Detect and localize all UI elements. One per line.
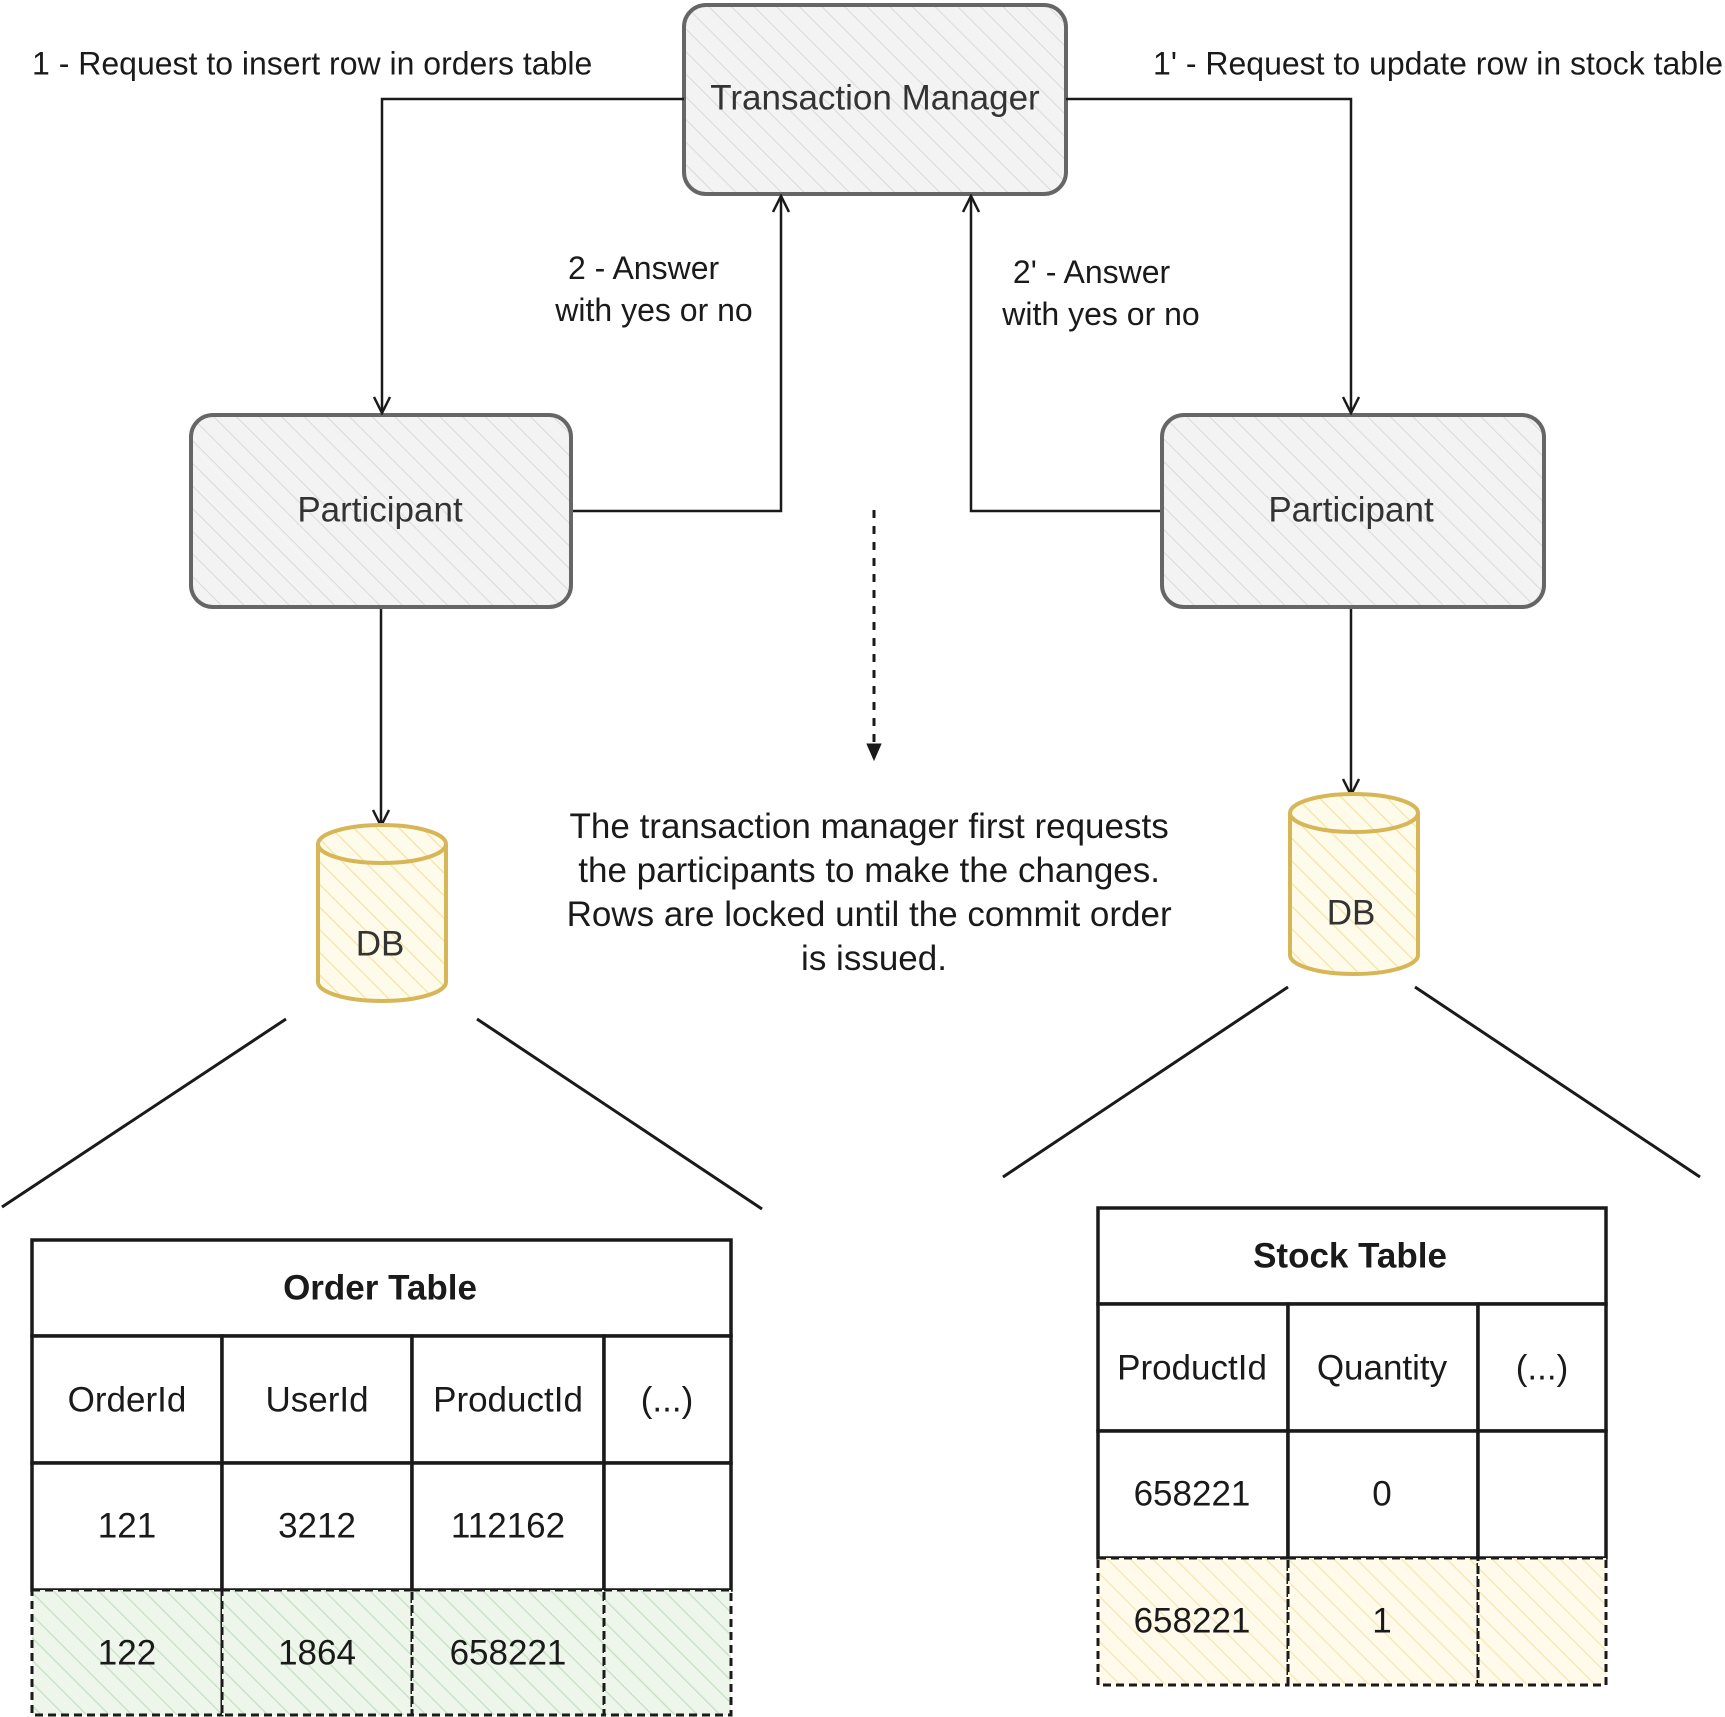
answer-right-arrow	[971, 197, 1160, 513]
order-table-title: Order Table	[283, 1268, 477, 1307]
order-header-userid: UserId	[265, 1380, 368, 1419]
stock-header-row: ProductId Quantity (...)	[1096, 1302, 1608, 1433]
participant-right-node[interactable]: Participant	[1160, 413, 1546, 609]
order-cell: 658221	[450, 1633, 567, 1672]
stock-cell: 0	[1372, 1474, 1391, 1513]
explanation-note: The transaction manager first requests t…	[567, 807, 1182, 978]
order-header-orderid: OrderId	[68, 1380, 187, 1419]
answer-right-label: 2' - Answer with yes or no	[1001, 254, 1199, 332]
order-header-row: OrderId UserId ProductId (...)	[30, 1334, 733, 1465]
order-cell: 122	[98, 1633, 156, 1672]
transaction-manager-node[interactable]: Transaction Manager	[682, 3, 1068, 196]
zoom-line-left-a	[1, 1017, 287, 1209]
stock-cell: 1	[1372, 1601, 1391, 1640]
order-header-more: (...)	[641, 1380, 693, 1419]
db-right-cylinder[interactable]: DB	[1288, 792, 1420, 976]
order-cell: 112162	[451, 1506, 565, 1545]
order-cell: 1864	[278, 1633, 356, 1672]
zoom-line-left-b	[476, 1017, 763, 1211]
stock-table: Stock Table ProductId Quantity (...) 658…	[1096, 1206, 1608, 1687]
participant-left-node[interactable]: Participant	[189, 413, 573, 609]
stock-header-quantity: Quantity	[1317, 1348, 1448, 1387]
stock-header-productid: ProductId	[1117, 1348, 1267, 1387]
db-left-label: DB	[356, 924, 405, 963]
stock-cell: 658221	[1134, 1601, 1251, 1640]
request-right-label: 1' - Request to update row in stock tabl…	[1153, 45, 1723, 81]
request-left-arrow	[382, 97, 684, 412]
order-cell: 3212	[278, 1506, 356, 1545]
stock-table-title: Stock Table	[1253, 1236, 1447, 1275]
request-left-label: 1 - Request to insert row in orders tabl…	[32, 45, 592, 81]
db-left-cylinder[interactable]: DB	[316, 823, 448, 1003]
zoom-line-right-b	[1414, 985, 1701, 1179]
order-header-productid: ProductId	[433, 1380, 583, 1419]
order-row-1: 121 3212 112162	[30, 1461, 733, 1592]
stock-row-1: 658221 0	[1096, 1429, 1608, 1560]
participant-right-label: Participant	[1268, 490, 1434, 529]
answer-left-arrow	[573, 197, 781, 513]
order-cell: 121	[98, 1506, 156, 1545]
request-right-arrow	[1066, 97, 1351, 412]
transaction-manager-label: Transaction Manager	[710, 78, 1040, 117]
answer-left-label: 2 - Answer with yes or no	[554, 250, 752, 328]
stock-header-more: (...)	[1516, 1348, 1568, 1387]
db-right-label: DB	[1327, 893, 1376, 932]
stock-cell: 658221	[1134, 1474, 1251, 1513]
stock-row-2-locked: 658221 1	[1096, 1556, 1608, 1687]
order-table: Order Table OrderId UserId ProductId (..…	[30, 1238, 733, 1717]
zoom-line-right-a	[1002, 985, 1289, 1179]
order-row-2-locked: 122 1864 658221	[30, 1588, 733, 1717]
participant-left-label: Participant	[297, 490, 463, 529]
